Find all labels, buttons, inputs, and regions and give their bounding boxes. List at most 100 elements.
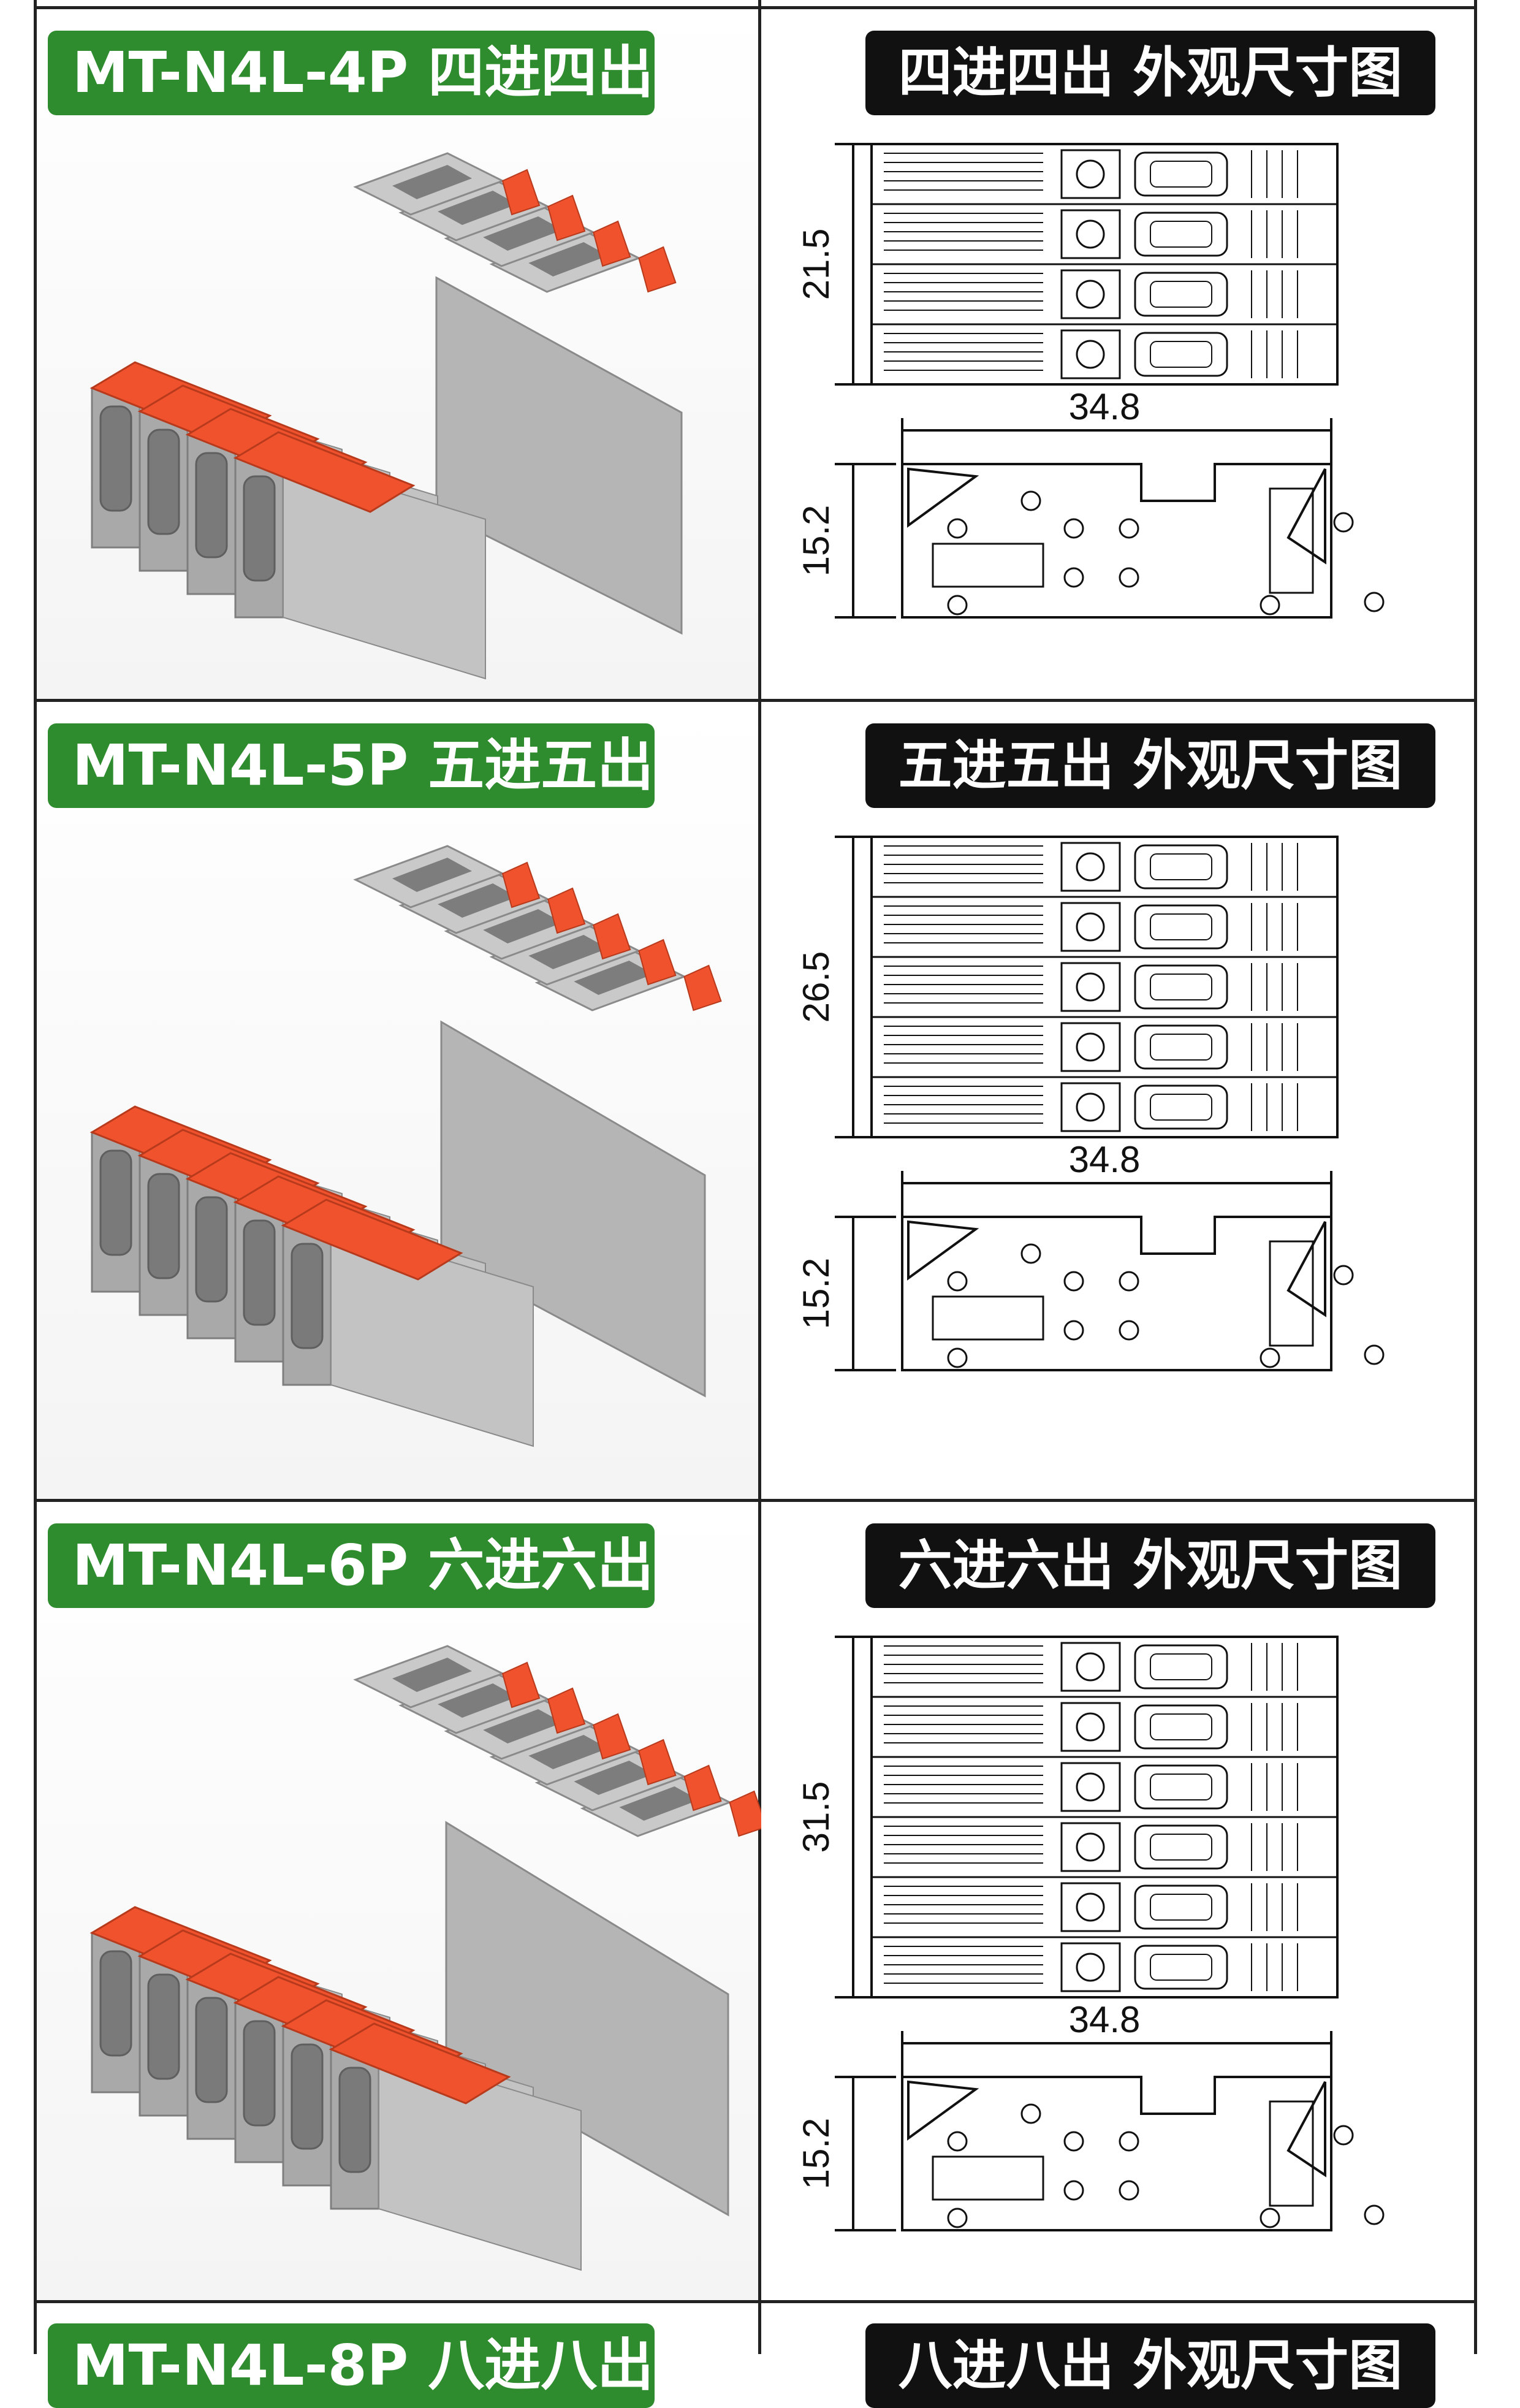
next-product-row: MT-N4L-8P 八进八出 八进八出 外观尺寸图: [37, 2311, 1474, 2408]
connector-photo: [89, 1645, 767, 2271]
output-lever: [638, 246, 677, 293]
mount-hole: [947, 595, 968, 615]
mount-hole: [1119, 2131, 1139, 2152]
side-housing: [440, 1020, 706, 1398]
rating-label: [932, 1295, 1044, 1341]
output-lever: [547, 194, 586, 242]
input-housing-side: [283, 457, 486, 680]
mount-hole: [1260, 595, 1280, 615]
dimension-width-label: 34.8: [1069, 1139, 1141, 1180]
test-hole: [1076, 1652, 1105, 1682]
wire-entry: [147, 1173, 180, 1279]
test-hole: [1076, 159, 1105, 189]
column-divider: [758, 0, 761, 2354]
test-hole: [1076, 972, 1105, 1002]
drawing-title: 四进四出 外观尺寸图: [865, 31, 1435, 115]
mount-hole: [1260, 2208, 1280, 2228]
input-housing-side: [378, 2048, 582, 2271]
mount-hole: [947, 518, 968, 539]
wire-entry: [99, 405, 132, 512]
wire-port: [574, 961, 654, 995]
wire-port: [438, 1683, 518, 1718]
mount-hole: [1364, 592, 1385, 612]
side-housing: [435, 276, 683, 635]
pole-module: [872, 1936, 1337, 1992]
wire-port: [438, 191, 518, 225]
wire-entry-inner: [1150, 1834, 1212, 1861]
mount-hole: [1063, 567, 1084, 588]
mount-hole: [1063, 1271, 1084, 1292]
row-divider: [34, 1499, 1477, 1502]
test-hole: [1076, 340, 1105, 369]
output-lever: [593, 220, 631, 267]
wire-entry: [195, 1997, 228, 2103]
wire-entry: [1134, 1024, 1228, 1070]
product-label: MT-N4L-4P 四进四出: [48, 31, 655, 115]
rating-label: [1269, 2100, 1314, 2207]
wire-entry: [147, 429, 180, 535]
input-lever: [281, 1198, 463, 1281]
output-lever: [683, 1764, 722, 1812]
dimension-side-label: 15.2: [796, 505, 837, 577]
output-lever: [501, 1661, 541, 1709]
test-hole: [1076, 1712, 1105, 1742]
row-divider: [34, 699, 1477, 702]
wire-entry: [243, 2020, 276, 2127]
wire-entry: [147, 1973, 180, 2080]
mount-hole: [1020, 490, 1041, 511]
wire-entry: [1134, 1764, 1228, 1810]
side-view: 34.815.2: [796, 386, 1385, 619]
wire-port: [392, 1658, 472, 1692]
mount-hole: [947, 1271, 968, 1292]
top-view: 31.5: [796, 1636, 1339, 1998]
wire-entry: [1134, 1644, 1228, 1690]
pole-module: [872, 836, 1337, 892]
mount-hole: [1063, 2180, 1084, 2201]
test-port: [1060, 842, 1121, 892]
test-hole: [1076, 219, 1105, 249]
output-lever: [638, 1739, 677, 1786]
pole-module: [872, 956, 1337, 1012]
wire-port: [528, 1735, 609, 1769]
wire-entry: [195, 452, 228, 558]
test-hole: [1076, 1892, 1105, 1922]
mount-hole: [1364, 2204, 1385, 2225]
mount-hole: [1063, 2131, 1084, 2152]
lever-profile: [1286, 1221, 1326, 1317]
dimension-drawing: 31.534.815.2: [796, 1636, 1385, 2231]
wire-entry-inner: [1150, 973, 1212, 1000]
wire-entry-inner: [1150, 1713, 1212, 1740]
wire-entry: [1134, 1704, 1228, 1750]
side-view: 34.815.2: [796, 1999, 1385, 2231]
test-hole: [1076, 1953, 1105, 1982]
mount-hole: [1063, 1320, 1084, 1341]
lever-profile: [907, 1220, 979, 1281]
mount-hole: [947, 2131, 968, 2152]
output-lever: [547, 1687, 586, 1734]
pole-module: [872, 263, 1337, 319]
output-lever: [501, 169, 541, 216]
test-port: [1060, 1702, 1121, 1752]
mount-hole: [947, 2208, 968, 2228]
connector-body: [89, 1645, 767, 2271]
side-outline: [901, 463, 1332, 619]
pole-module: [872, 1876, 1337, 1932]
wire-entry-inner: [1150, 341, 1212, 368]
wire-entry: [1134, 1084, 1228, 1130]
pole-module: [872, 1696, 1337, 1752]
wire-port: [483, 216, 563, 251]
output-lever: [638, 939, 677, 986]
dimension-height-label: 21.5: [796, 229, 837, 300]
wire-entry-inner: [1150, 221, 1212, 248]
wire-entry: [243, 1219, 276, 1326]
row-divider: [34, 6, 1477, 9]
output-lever: [683, 964, 722, 1012]
wire-entry-inner: [1150, 281, 1212, 308]
product-photo-cell: MT-N4L-4P 四进四出: [37, 9, 758, 699]
dimension-side-label: 15.2: [796, 2118, 837, 2190]
test-hole: [1076, 1092, 1105, 1122]
test-port: [1060, 902, 1121, 952]
product-photo-cell: MT-N4L-6P 六进六出: [37, 1502, 767, 2300]
